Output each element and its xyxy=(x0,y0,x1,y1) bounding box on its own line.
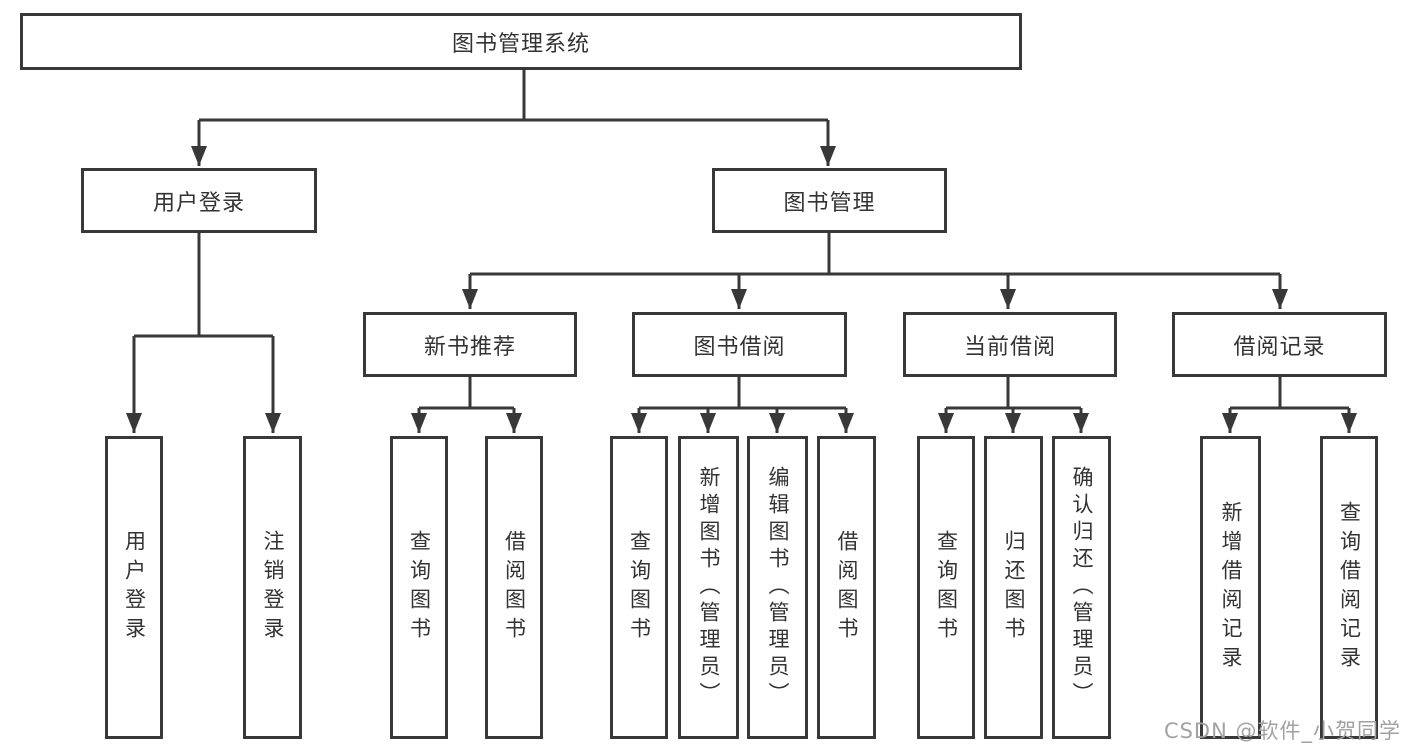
node-new-book-recommendation: 新书推荐 xyxy=(363,312,577,377)
leaf-label: 新增借阅记录 xyxy=(1219,500,1243,675)
leaf-borrow-books: 借阅图书 xyxy=(817,436,876,739)
node-label: 图书管理 xyxy=(783,190,876,216)
node-label: 当前借阅 xyxy=(963,334,1056,360)
leaf-label: 查询图书 xyxy=(407,529,432,646)
leaf-label: 确认归还（管理员） xyxy=(1070,466,1094,709)
leaf-add-borrow-record: 新增借阅记录 xyxy=(1200,436,1261,739)
node-current-borrowing: 当前借阅 xyxy=(903,312,1117,377)
leaf-label: 编辑图书（管理员） xyxy=(766,466,790,709)
node-label: 图书借阅 xyxy=(693,334,786,360)
leaf-logout: 注销登录 xyxy=(243,436,302,739)
leaf-label: 查询借阅记录 xyxy=(1337,500,1362,675)
leaf-label: 借阅图书 xyxy=(502,529,527,646)
leaf-return-books: 归还图书 xyxy=(984,436,1043,739)
node-book-borrowing: 图书借阅 xyxy=(632,312,847,377)
node-user-login: 用户登录 xyxy=(81,168,317,233)
leaf-label: 新增图书（管理员） xyxy=(697,466,721,709)
node-book-management: 图书管理 xyxy=(712,168,947,233)
leaf-label: 查询图书 xyxy=(627,529,652,646)
leaf-add-books-admin: 新增图书（管理员） xyxy=(678,436,739,739)
node-label: 图书管理系统 xyxy=(451,31,590,57)
leaf-query-books-current: 查询图书 xyxy=(917,436,975,739)
csdn-watermark: CSDN @软件_小贺同学 xyxy=(1163,719,1401,743)
leaf-query-books-borrowing: 查询图书 xyxy=(610,436,668,739)
leaf-query-borrow-record: 查询借阅记录 xyxy=(1320,436,1378,739)
node-library-system-root: 图书管理系统 xyxy=(20,13,1022,70)
leaf-label: 归还图书 xyxy=(1002,529,1026,646)
leaf-edit-books-admin: 编辑图书（管理员） xyxy=(747,436,808,739)
leaf-user-login: 用户登录 xyxy=(105,436,163,739)
node-label: 新书推荐 xyxy=(423,334,516,360)
leaf-label: 借阅图书 xyxy=(835,529,859,646)
leaf-query-books-recommend: 查询图书 xyxy=(390,436,448,739)
leaf-label: 注销登录 xyxy=(261,529,285,646)
node-label: 用户登录 xyxy=(152,190,245,216)
leaf-confirm-return-admin: 确认归还（管理员） xyxy=(1052,436,1111,739)
leaf-label: 查询图书 xyxy=(934,529,959,646)
leaf-borrow-books-recommend: 借阅图书 xyxy=(485,436,543,739)
node-borrowing-records: 借阅记录 xyxy=(1172,312,1387,377)
node-label: 借阅记录 xyxy=(1233,334,1326,360)
leaf-label: 用户登录 xyxy=(122,529,147,646)
